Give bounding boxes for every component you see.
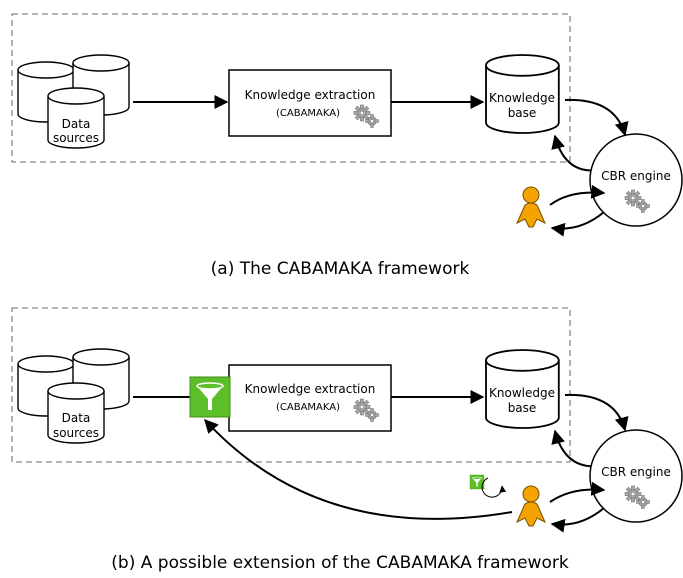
kb-label-2: base <box>508 401 537 415</box>
user-icon <box>516 186 546 228</box>
knowledge-base-a: Knowledge base <box>485 54 560 134</box>
data-sources-label-2: sources <box>53 131 99 145</box>
extraction-box-a: Knowledge extraction (CABAMAKA) <box>228 69 392 137</box>
caption-a: (a) The CABAMAKA framework <box>211 259 470 279</box>
kb-label-1: Knowledge <box>489 91 555 105</box>
arrow-cbr-to-user <box>550 507 605 533</box>
cbr-engine-label: CBR engine <box>601 169 671 183</box>
data-sources-label-1: Data <box>62 411 91 425</box>
cbr-engine-b: CBR engine <box>589 429 683 523</box>
knowledge-base-b: Knowledge base <box>485 349 560 429</box>
cbr-engine-a: CBR engine <box>589 133 683 227</box>
diagram-b: Data sources Knowledge extraction (CABAM… <box>11 307 683 573</box>
extraction-label-2: (CABAMAKA) <box>276 108 340 119</box>
arrow-cbr-to-user <box>550 211 605 237</box>
user-icon <box>516 485 546 527</box>
arrow-user-to-cbr <box>549 481 606 503</box>
kb-label-1: Knowledge <box>489 386 555 400</box>
arrow-kb-to-cbr <box>564 393 629 432</box>
user-b <box>516 485 546 527</box>
data-sources-b: Data sources <box>17 348 130 444</box>
extraction-label-1: Knowledge extraction <box>245 88 376 102</box>
framework-boundary <box>11 13 571 163</box>
arrow-user-to-filter <box>204 418 513 520</box>
loop-arrow <box>481 477 507 498</box>
extraction-box-b: Knowledge extraction (CABAMAKA) <box>228 364 392 432</box>
filter-funnel-icon <box>189 376 231 418</box>
user-a <box>516 186 546 228</box>
cbr-engine-label: CBR engine <box>601 465 671 479</box>
diagram-a: Data sources Knowledge extraction (CABAM… <box>11 13 683 279</box>
extraction-label-1: Knowledge extraction <box>245 382 376 396</box>
data-sources-label-1: Data <box>62 117 91 131</box>
data-sources-label-2: sources <box>53 426 99 440</box>
kb-label-2: base <box>508 106 537 120</box>
framework-boundary <box>11 307 571 463</box>
caption-b: (b) A possible extension of the CABAMAKA… <box>111 553 569 573</box>
arrow-kb-to-cbr <box>564 98 629 137</box>
arrow-user-to-cbr <box>549 184 606 206</box>
data-sources-a: Data sources <box>17 54 130 149</box>
extraction-label-2: (CABAMAKA) <box>276 402 340 413</box>
